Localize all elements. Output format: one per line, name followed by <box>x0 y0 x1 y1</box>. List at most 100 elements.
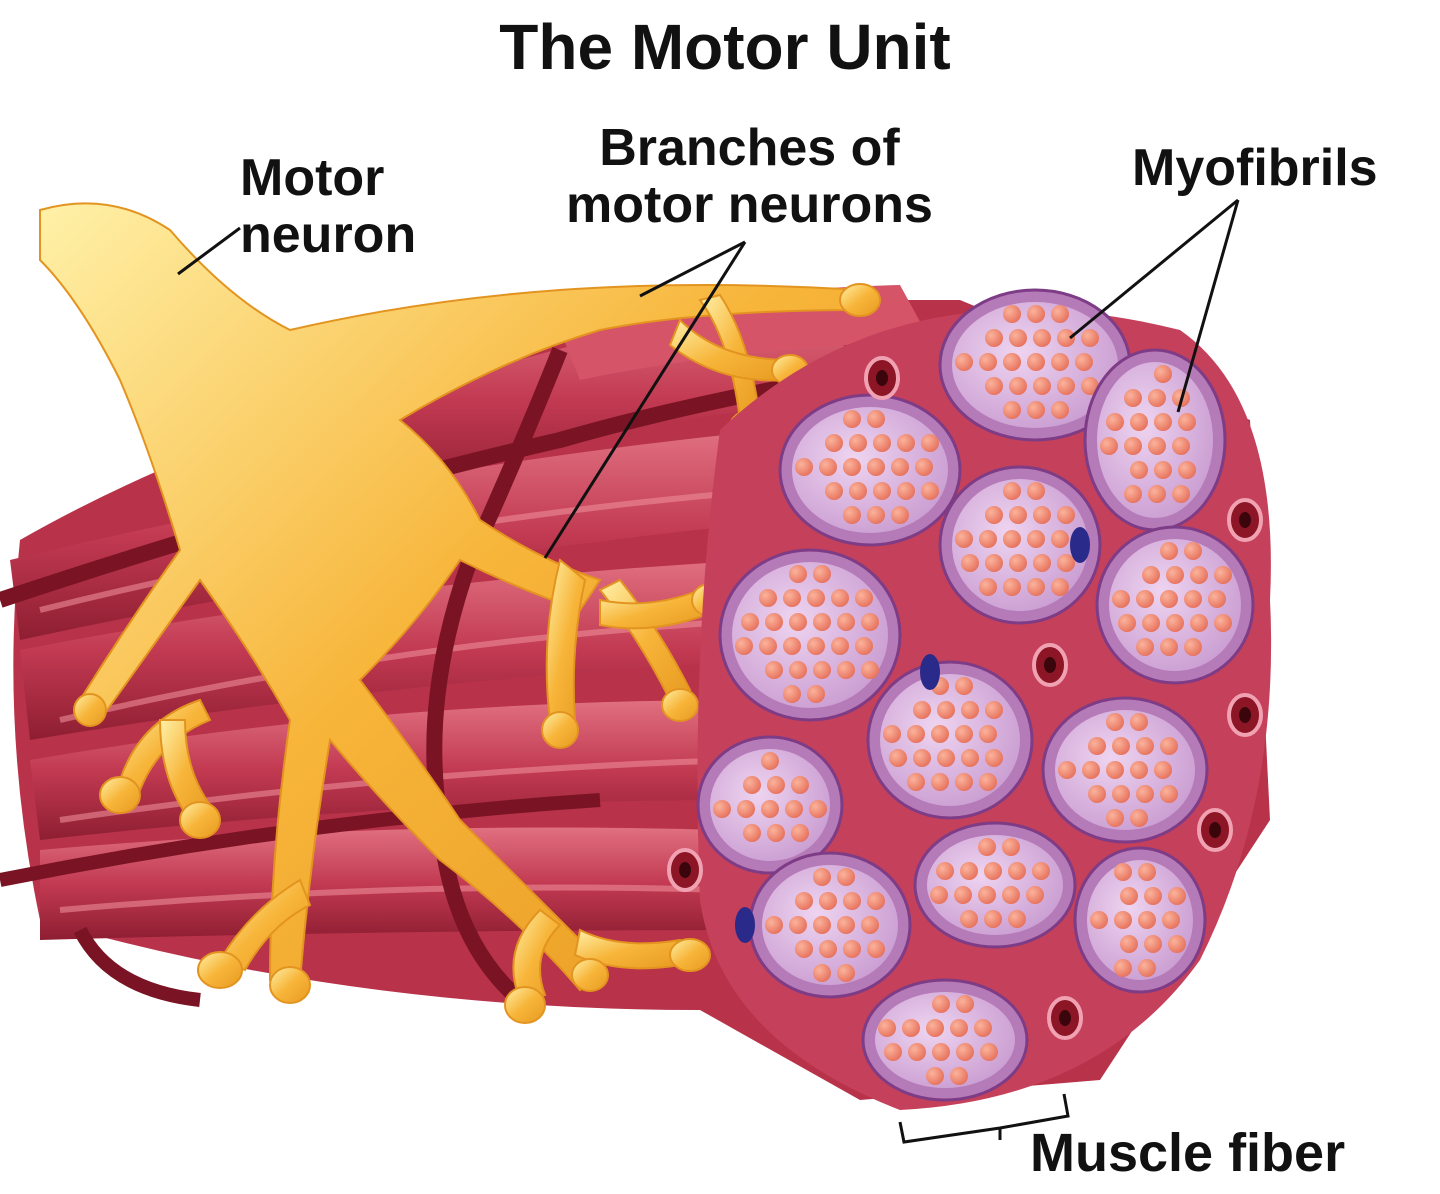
myofibril-dot <box>789 916 807 934</box>
myofibril-dot <box>813 661 831 679</box>
myofibril-dot <box>1138 911 1156 929</box>
myofibril-dot <box>789 613 807 631</box>
myofibril-dot <box>765 613 783 631</box>
leader-branches-a <box>639 240 746 298</box>
myofibril-dot <box>825 482 843 500</box>
myofibril-dot <box>1112 785 1130 803</box>
myofibril-dot <box>907 773 925 791</box>
myofibril-dot <box>855 589 873 607</box>
myofibril-dot <box>937 701 955 719</box>
myofibril-dot <box>930 886 948 904</box>
myofibril-dot <box>789 565 807 583</box>
myofibril-dot <box>1008 862 1026 880</box>
myofibril-dot <box>1027 353 1045 371</box>
myofibril-dot <box>831 637 849 655</box>
myofibril-dot <box>1033 554 1051 572</box>
myofibril-dot <box>761 752 779 770</box>
myofibril-dot <box>891 506 909 524</box>
myofibril-dot <box>1162 911 1180 929</box>
myofibril-dot <box>1106 413 1124 431</box>
myofibril-dot <box>1081 329 1099 347</box>
diagram-title: The Motor Unit <box>499 11 951 83</box>
myofibril-dot <box>921 434 939 452</box>
myofibril-dot <box>913 749 931 767</box>
label-motor-neuron: Motor neuron <box>240 149 416 264</box>
myofibril-dot <box>985 377 1003 395</box>
myofibril-dot <box>932 1043 950 1061</box>
myofibril-dot <box>1075 353 1093 371</box>
label-branches-line1: Branches of <box>599 119 900 177</box>
myofibril-dot <box>1148 485 1166 503</box>
fiber-interior-10 <box>927 835 1063 935</box>
myofibril-dot <box>759 637 777 655</box>
myofibril-dot <box>1057 329 1075 347</box>
fiber-interior-6 <box>732 562 888 708</box>
myofibril-dot <box>1124 485 1142 503</box>
myofibril-dot <box>813 868 831 886</box>
myofibril-dot <box>979 353 997 371</box>
myofibril-dot <box>978 886 996 904</box>
myofibril-dot <box>897 434 915 452</box>
myofibril-dot <box>1003 401 1021 419</box>
fiber-interior-8 <box>1055 710 1195 830</box>
capillary-lumen <box>1059 1010 1071 1026</box>
myofibril-dot <box>931 725 949 743</box>
myofibril-dot <box>1032 862 1050 880</box>
myofibril-dot <box>1154 761 1172 779</box>
capillary-lumen <box>876 370 888 386</box>
myofibril-dot <box>783 589 801 607</box>
myofibril-dot <box>1130 713 1148 731</box>
myofibril-dot <box>1009 329 1027 347</box>
myofibril-dot <box>713 800 731 818</box>
myofibril-dot <box>861 613 879 631</box>
myofibril-dot <box>867 458 885 476</box>
myofibril-dot <box>1130 413 1148 431</box>
myofibril-dot <box>1172 437 1190 455</box>
nucleus <box>735 907 755 943</box>
capillary-lumen <box>1239 512 1251 528</box>
myofibril-dot <box>1142 614 1160 632</box>
nucleus <box>1070 527 1090 563</box>
myofibril-dot <box>913 701 931 719</box>
myofibril-dot <box>873 482 891 500</box>
myofibril-dot <box>1144 935 1162 953</box>
myofibril-dot <box>961 749 979 767</box>
myofibril-dot <box>843 410 861 428</box>
myofibril-dot <box>979 530 997 548</box>
myofibril-dot <box>1112 737 1130 755</box>
myofibril-dot <box>813 964 831 982</box>
myofibril-dot <box>843 892 861 910</box>
leader-myofibrils-a <box>1069 198 1239 340</box>
myofibril-dot <box>1144 887 1162 905</box>
myofibril-dot <box>1160 590 1178 608</box>
myofibril-dot <box>843 940 861 958</box>
myofibril-dot <box>1088 737 1106 755</box>
myofibril-dot <box>1051 305 1069 323</box>
myofibril-dot <box>1027 530 1045 548</box>
myofibril-dot <box>837 964 855 982</box>
myofibril-dot <box>955 530 973 548</box>
myofibril-dot <box>937 749 955 767</box>
myofibril-dot <box>819 458 837 476</box>
myofibril-dot <box>1178 413 1196 431</box>
myofibril-dot <box>735 637 753 655</box>
myofibril-dot <box>1166 566 1184 584</box>
myofibril-dot <box>908 1043 926 1061</box>
leader-branches-b <box>543 241 747 559</box>
leader-myofibrils-b <box>1176 199 1240 413</box>
myofibril-dot <box>1082 761 1100 779</box>
myofibril-dot <box>902 1019 920 1037</box>
myofibril-dot <box>921 482 939 500</box>
myofibril-dot <box>1009 377 1027 395</box>
myofibril-dot <box>950 1067 968 1085</box>
myofibril-dot <box>985 329 1003 347</box>
myofibril-dot <box>1136 590 1154 608</box>
myofibril-dot <box>767 824 785 842</box>
myofibril-dot <box>743 824 761 842</box>
myofibril-dot <box>1168 887 1186 905</box>
myofibril-dot <box>1136 737 1154 755</box>
myofibril-dot <box>1130 761 1148 779</box>
myofibril-dot <box>985 749 1003 767</box>
label-muscle-fiber: Muscle fiber <box>1030 1123 1346 1183</box>
